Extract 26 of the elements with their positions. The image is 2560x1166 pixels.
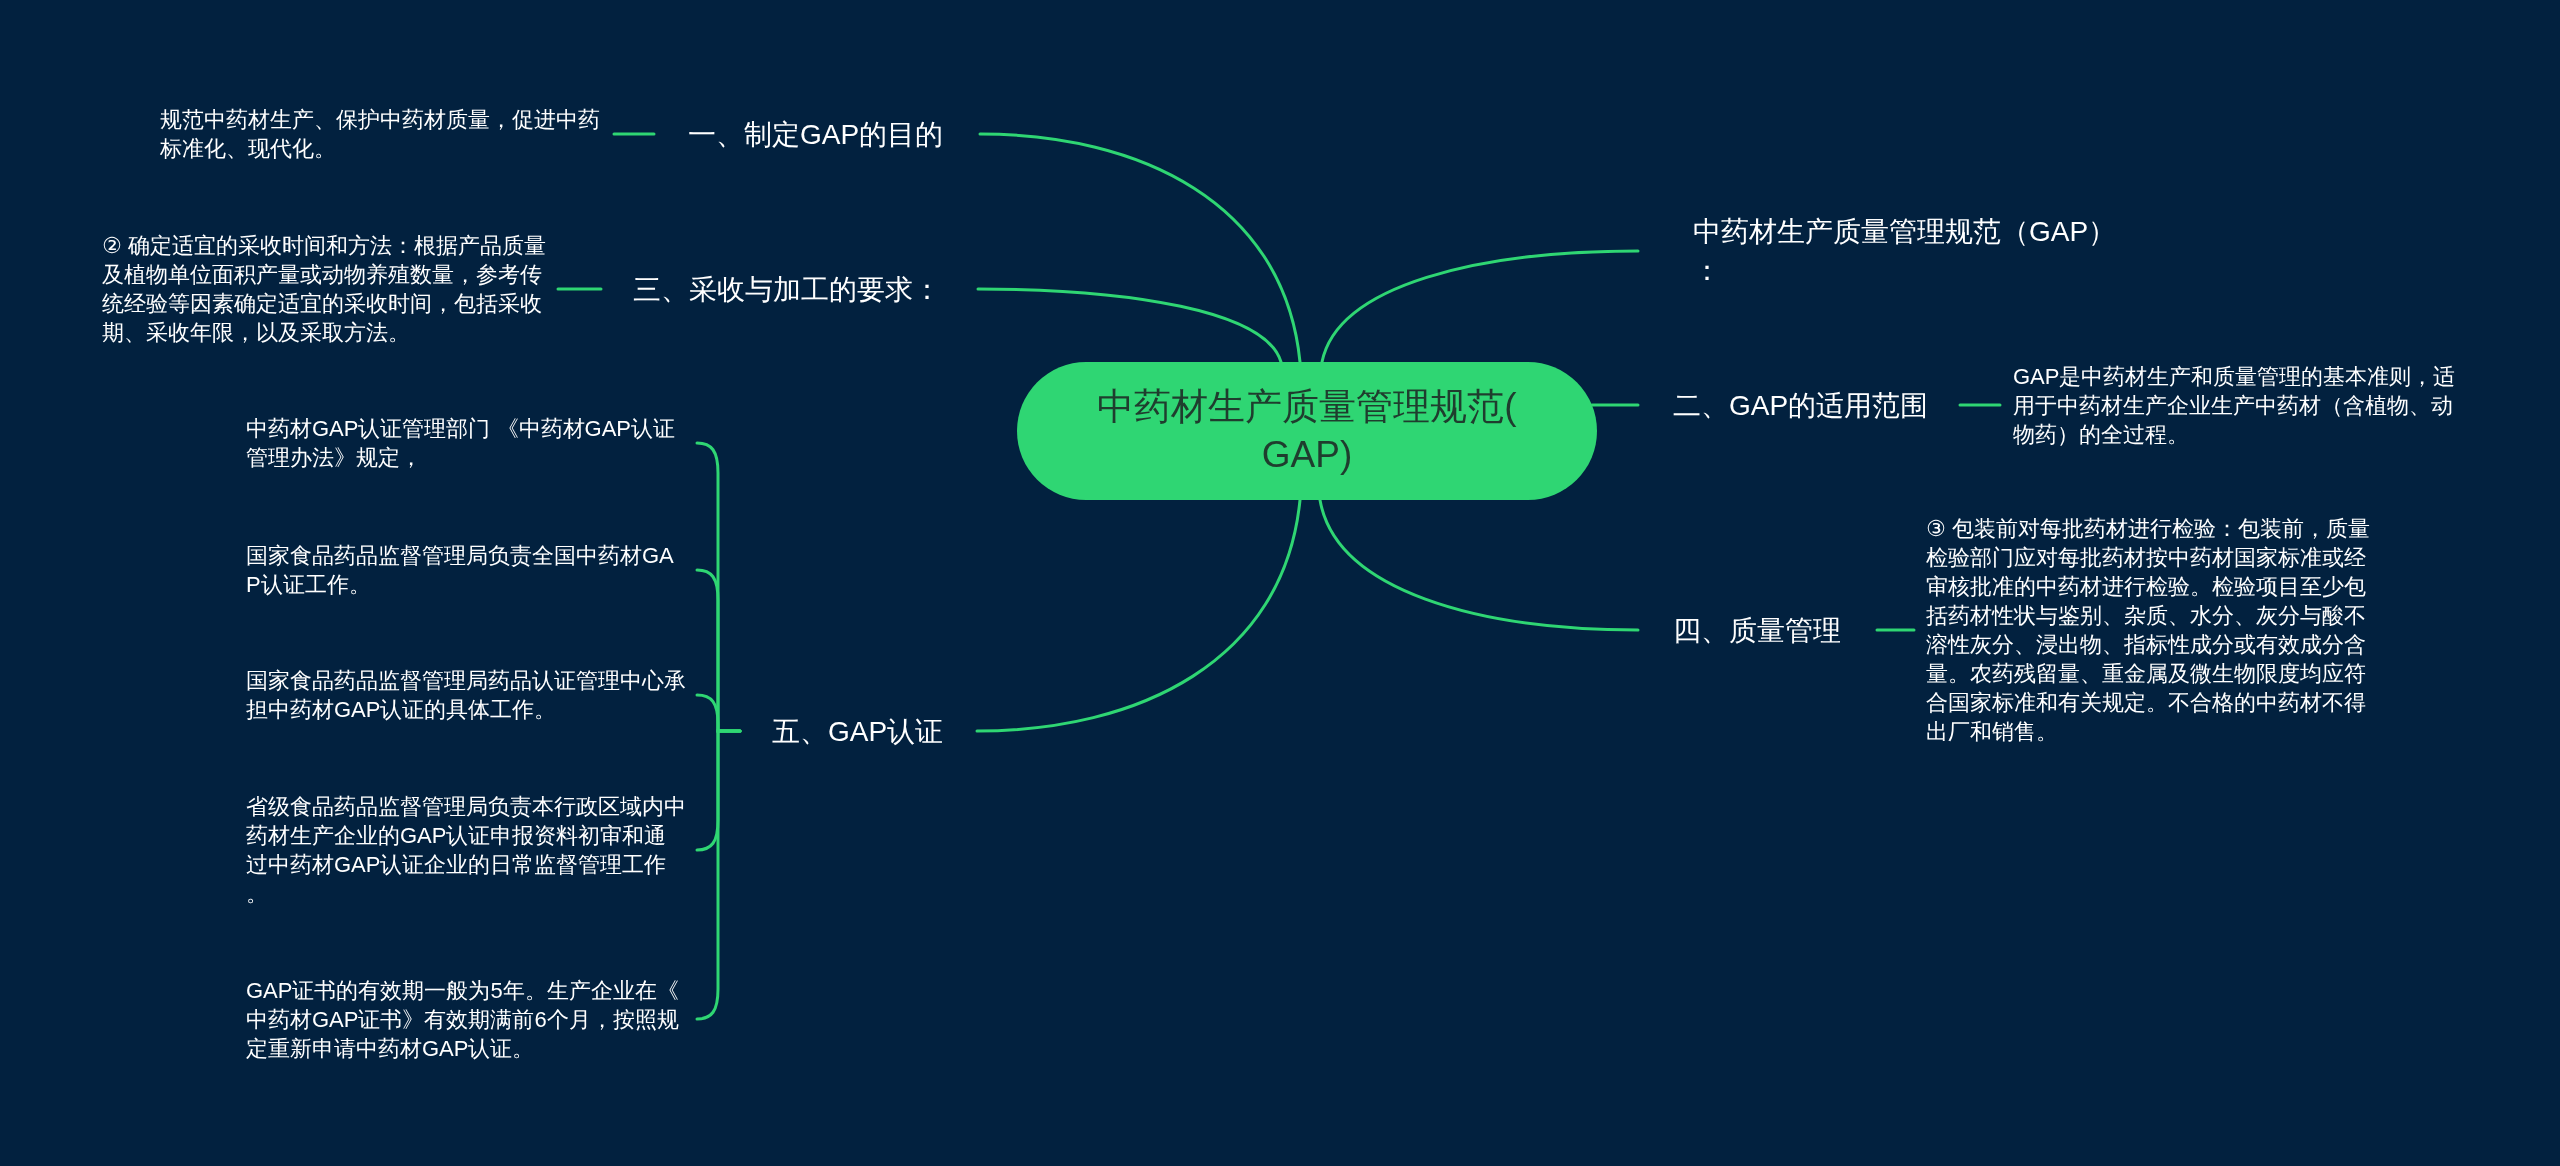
connector-line (1958, 403, 2002, 407)
connector-line (612, 132, 656, 136)
branch-topic-text: 中药材生产质量管理规范（GAP）： (1693, 215, 2118, 288)
note-text: 规范中药材生产、保护中药材质量，促进中药标准化、现代化。 (160, 106, 601, 163)
note-text: 省级食品药品监督管理局负责本行政区域内中药材生产企业的GAP认证申报资料初审和通过中药材GAP认证企业的日常监督管理工作。 (246, 793, 687, 908)
connector-line (1320, 249, 1640, 364)
connector-line (978, 132, 1302, 364)
note-text: ② 确定适宜的采收时间和方法：根据产品质量及植物单位面积产量或动物养殖数量，参考传统经验等因素确定适宜的采收时间，包括采收期、采收年限，以及采取方法。 (102, 232, 547, 347)
connector-line (1875, 628, 1916, 632)
connector-line (976, 287, 1283, 364)
note-text: 国家食品药品监督管理局药品认证管理中心承担中药材GAP认证的具体工作。 (246, 667, 687, 724)
connector-line (975, 498, 1302, 733)
note-text: GAP是中药材生产和质量管理的基本准则，适用于中药材生产企业生产中药材（含植物、动物药）的全过程。 (2013, 362, 2457, 449)
branch-topic-text: 一、制定GAP的目的 (688, 117, 944, 152)
note-text: 中药材GAP认证管理部门 《中药材GAP认证管理办法》规定， (246, 415, 677, 472)
connector-line (556, 287, 603, 291)
branch-topic-text: 五、GAP认证 (772, 714, 944, 749)
branch-topic-text: 三、采收与加工的要求： (633, 272, 941, 307)
note-text: 国家食品药品监督管理局负责全国中药材GAP认证工作。 (246, 542, 675, 599)
note-text: GAP证书的有效期一般为5年。生产企业在《中药材GAP证书》有效期满前6个月，按照规定重新申请中药材GAP认证。 (246, 976, 680, 1063)
connector-line (1318, 498, 1640, 632)
branch-topic-text: 四、质量管理 (1673, 613, 1841, 648)
connector-line (1590, 403, 1640, 407)
branch-topic-text: 二、GAP的适用范围 (1673, 388, 1929, 423)
central-topic: 中药材生产质量管理规范(GAP) (1017, 362, 1597, 500)
note-text: ③ 包装前对每批药材进行检验：包装前，质量检验部门应对每批药材按中药材国家标准或经审核批准的中药材进行检验。检验项目至少包括药材性状与鉴别、杂质、水分、灰分与酸不溶性灰分、浸出物、指标性成分或有效成分含量。农药残留量、重金属及微生物限度均应符合国家标准和有关规定。不合格的中药材不得出厂和销售。 (1926, 515, 2370, 746)
